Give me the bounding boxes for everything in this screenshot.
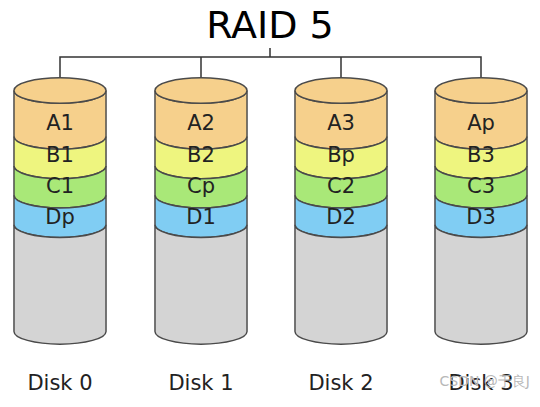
stripe-block: C3 xyxy=(434,171,528,201)
stripe-band xyxy=(155,166,247,208)
block-label: B2 xyxy=(187,143,215,167)
disk-top xyxy=(435,78,527,103)
stripe-block: B2 xyxy=(154,140,248,170)
stripe-band xyxy=(14,225,106,344)
disk-node: Disk 0A1B1C1Dp xyxy=(13,70,107,400)
stripe-band xyxy=(14,137,106,179)
disk-node: Disk 1A2B2CpD1 xyxy=(154,70,248,400)
stripe-block: Cp xyxy=(154,171,248,201)
diagram-title: RAID 5 xyxy=(0,2,540,48)
stripe-band xyxy=(14,166,106,208)
stripe-block: A1 xyxy=(13,108,107,138)
stripe-block: C1 xyxy=(13,171,107,201)
block-label: A2 xyxy=(187,111,215,135)
stripe-block: D2 xyxy=(294,202,388,232)
disk-label: Disk 0 xyxy=(0,370,127,396)
stripe-band xyxy=(295,166,387,208)
stripe-band xyxy=(435,225,527,344)
disk-node: Disk 3ApB3C3D3 xyxy=(434,70,528,400)
disk-top xyxy=(295,78,387,103)
stripe-block: A3 xyxy=(294,108,388,138)
block-label: Cp xyxy=(187,174,215,198)
tree-line xyxy=(60,48,481,87)
disk-top xyxy=(155,78,247,103)
stripe-block: B3 xyxy=(434,140,528,170)
watermark: CSDN @于良J xyxy=(440,372,531,390)
stripe-block: D3 xyxy=(434,202,528,232)
stripe-band xyxy=(295,195,387,237)
block-label: Bp xyxy=(327,143,355,167)
stripe-band xyxy=(155,137,247,179)
stripe-band xyxy=(295,137,387,179)
block-label: Ap xyxy=(467,111,495,135)
block-label: B3 xyxy=(467,143,495,167)
disk-node: Disk 2A3BpC2D2 xyxy=(294,70,388,400)
block-label: A1 xyxy=(46,111,74,135)
stripe-block: Ap xyxy=(434,108,528,138)
stripe-block: C2 xyxy=(294,171,388,201)
block-label: B1 xyxy=(46,143,74,167)
disk-label: Disk 2 xyxy=(274,370,408,396)
stripe-block: D1 xyxy=(154,202,248,232)
block-label: D2 xyxy=(326,205,356,229)
stripe-block: A2 xyxy=(154,108,248,138)
stripe-band xyxy=(435,137,527,179)
disk-label: Disk 1 xyxy=(134,370,268,396)
block-label: C3 xyxy=(467,174,495,198)
disk-top xyxy=(14,78,106,103)
stripe-block: Bp xyxy=(294,140,388,170)
block-label: D1 xyxy=(186,205,216,229)
stripe-band xyxy=(295,225,387,344)
block-label: D3 xyxy=(466,205,496,229)
block-label: Dp xyxy=(45,205,75,229)
block-label: A3 xyxy=(327,111,355,135)
stripe-band xyxy=(435,166,527,208)
stripe-band xyxy=(435,195,527,237)
stripe-band xyxy=(155,225,247,344)
stripe-band xyxy=(14,195,106,237)
stripe-block: B1 xyxy=(13,140,107,170)
block-label: C1 xyxy=(46,174,74,198)
block-label: C2 xyxy=(327,174,355,198)
stripe-block: Dp xyxy=(13,202,107,232)
stripe-band xyxy=(155,195,247,237)
